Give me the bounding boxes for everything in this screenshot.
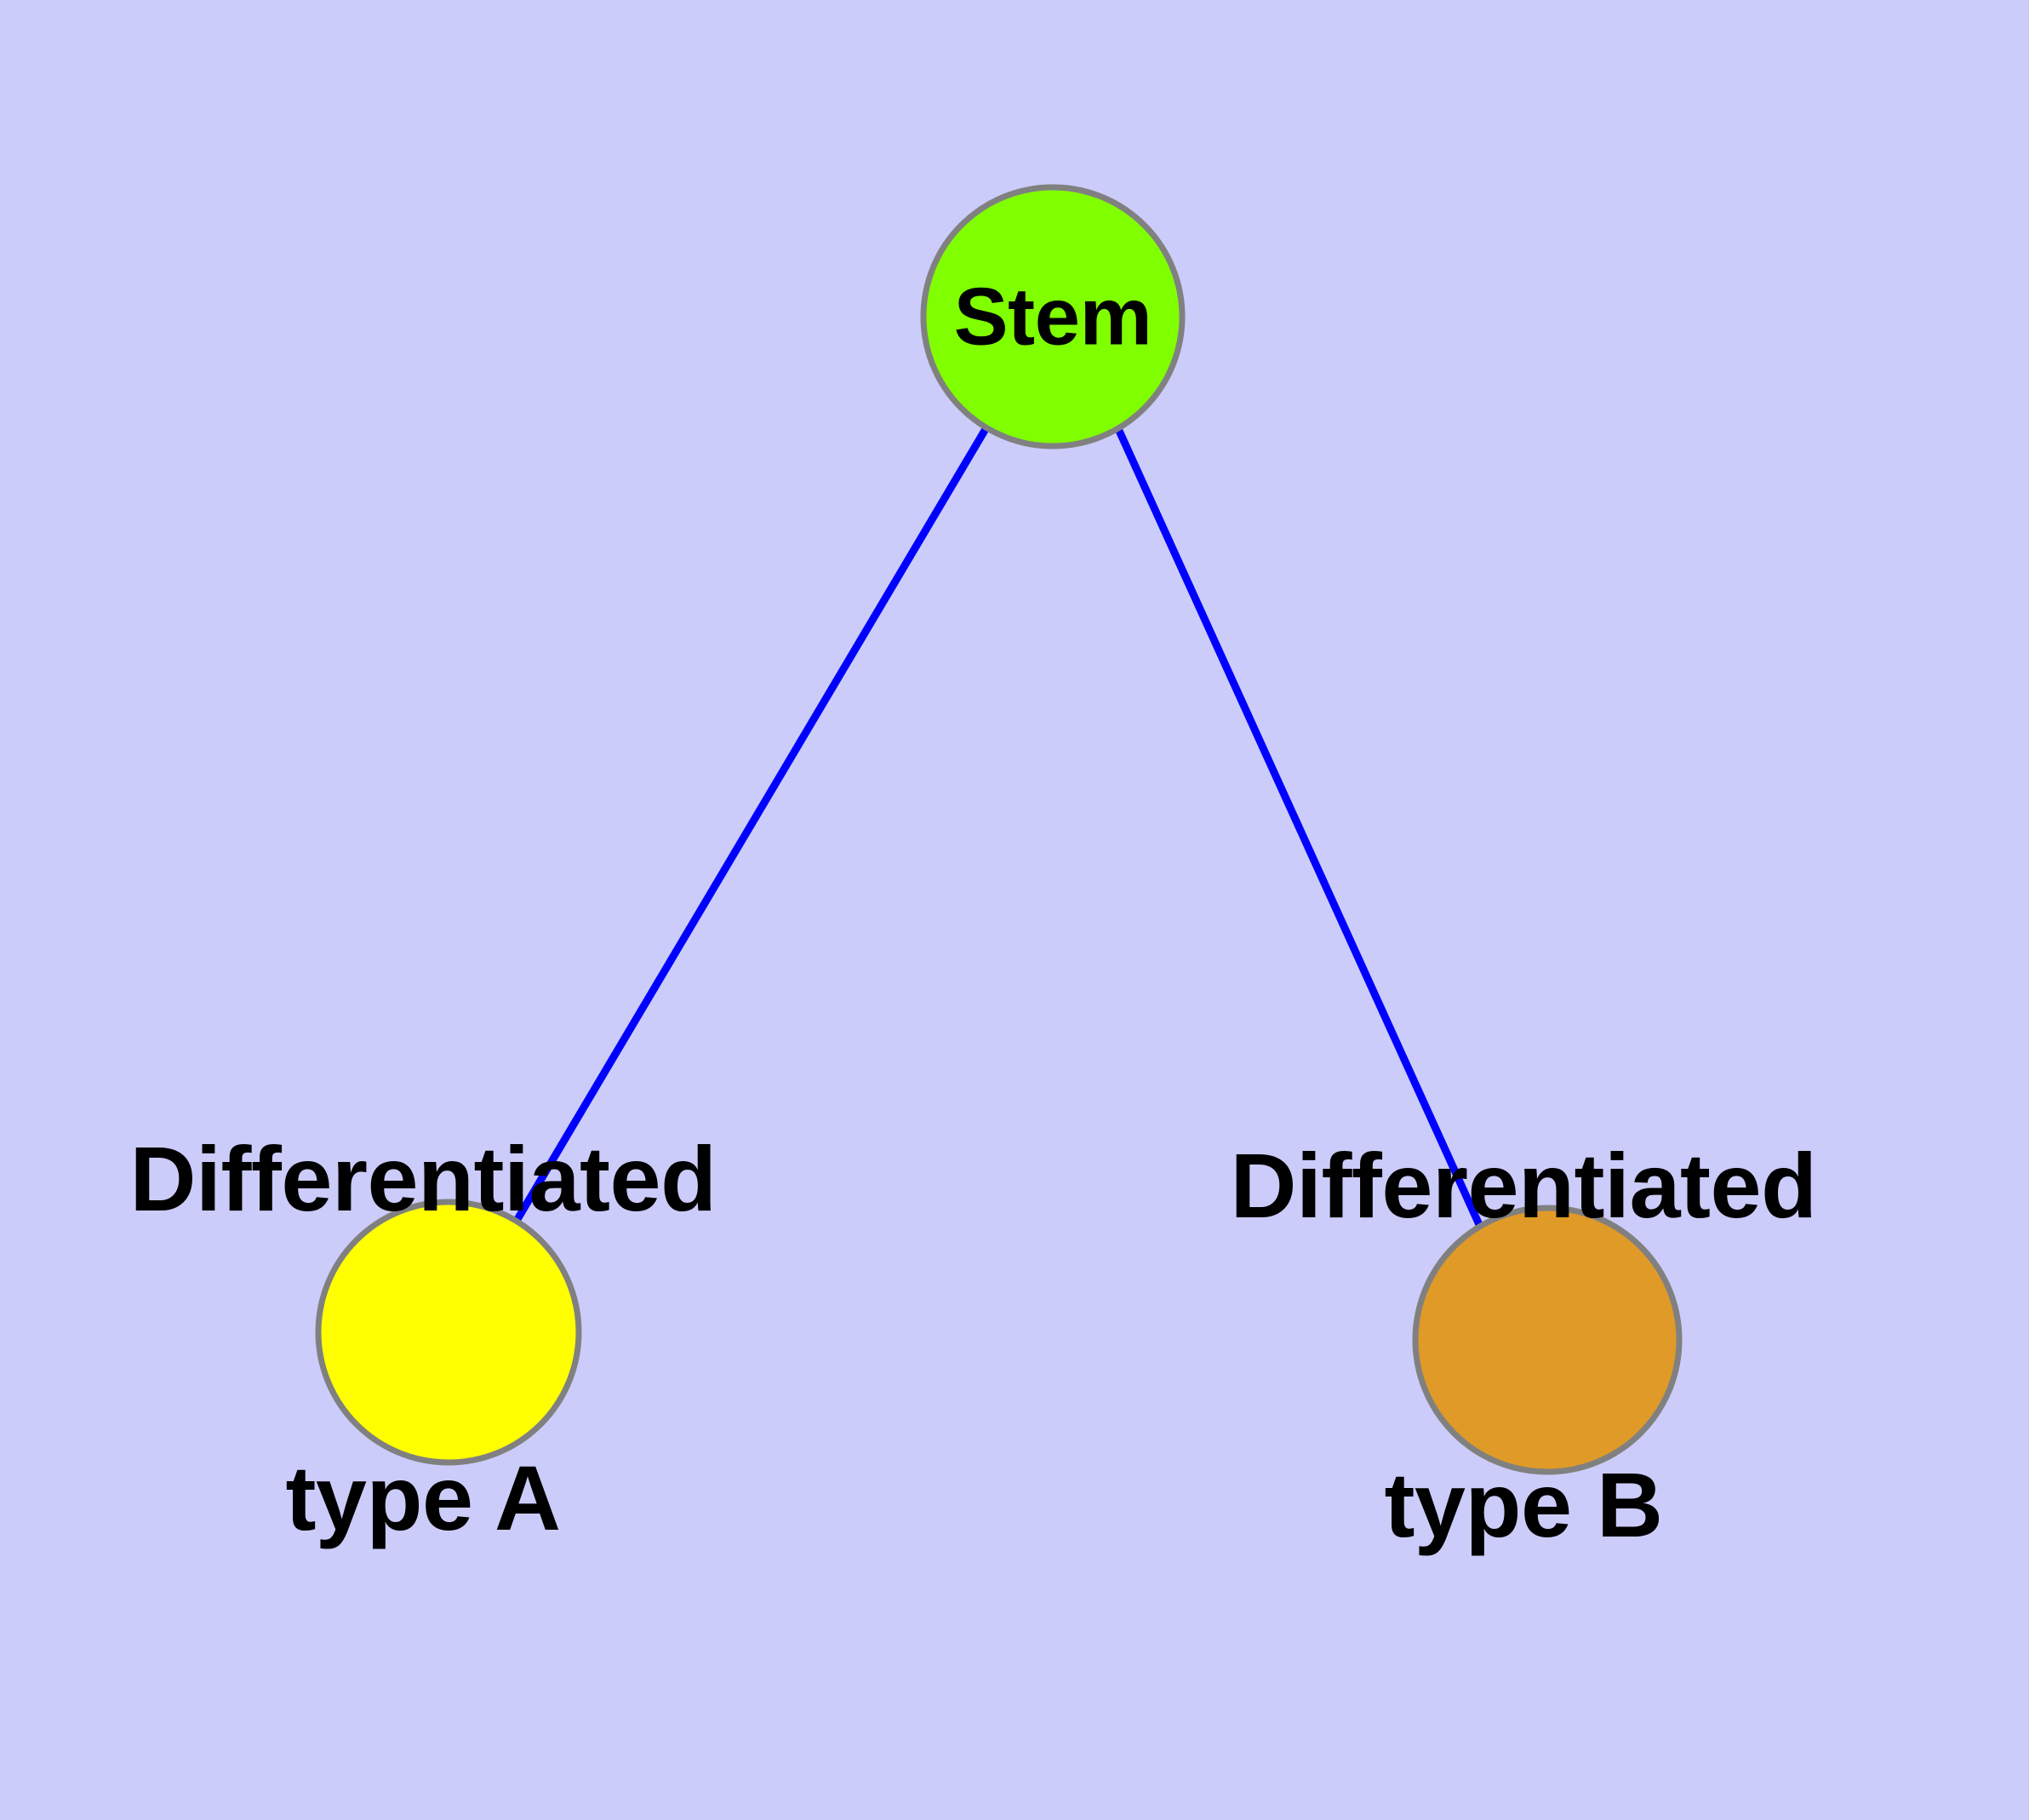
- edge-layer: [513, 426, 1485, 1230]
- node-layer: [315, 184, 1683, 1475]
- node-stem[interactable]: [920, 184, 1186, 449]
- node-differentiated-type-b[interactable]: [1412, 1205, 1683, 1475]
- node-differentiated-type-a[interactable]: [315, 1199, 582, 1466]
- edge-stem-to-differentiated-type-b[interactable]: [1115, 429, 1485, 1230]
- edge-stem-to-differentiated-type-a[interactable]: [513, 426, 989, 1223]
